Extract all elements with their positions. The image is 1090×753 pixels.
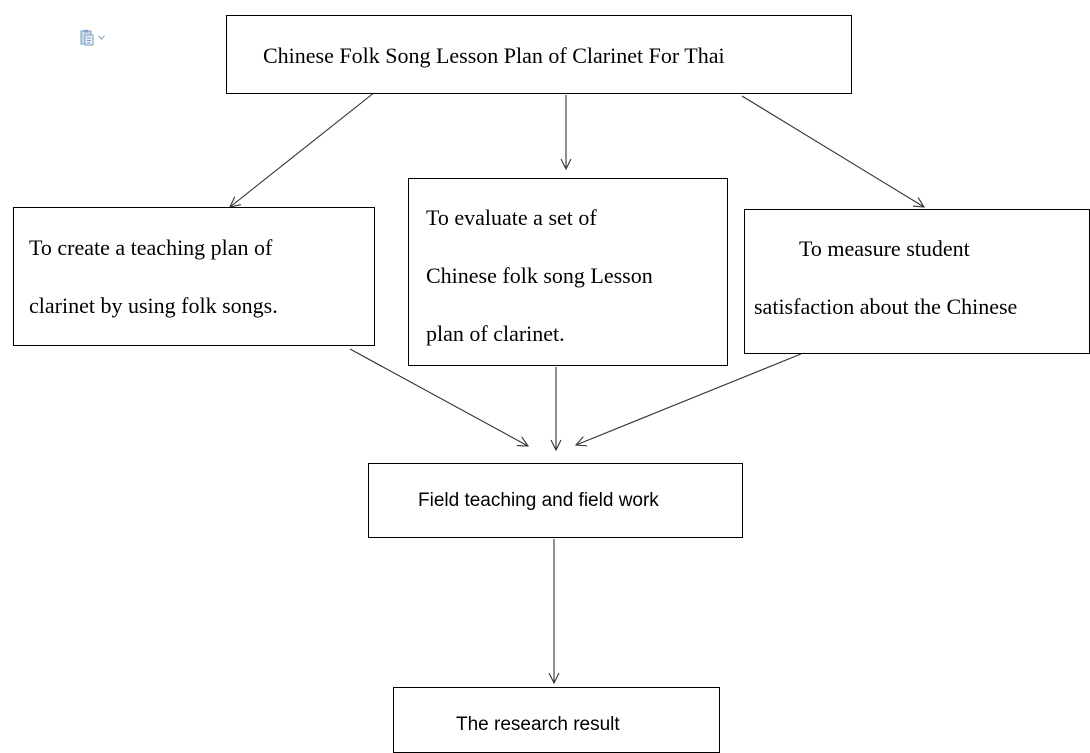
objective-evaluate-line-1: To evaluate a set of — [426, 205, 597, 230]
paste-options-control[interactable] — [80, 27, 114, 47]
objective-box-evaluate-plan: To evaluate a set of Chinese folk song L… — [408, 178, 728, 366]
arrow-measure-to-field — [576, 353, 802, 445]
lesson-plan-root-box: Chinese Folk Song Lesson Plan of Clarine… — [226, 15, 852, 94]
objective-measure-line-2: satisfaction about the Chinese — [754, 294, 1018, 319]
objective-evaluate-line-3: plan of clarinet. — [426, 321, 565, 346]
research-result-box: The research result — [393, 687, 720, 753]
lesson-plan-title: Chinese Folk Song Lesson Plan of Clarine… — [263, 43, 725, 68]
objective-measure-line-1: To measure student — [799, 236, 970, 261]
objective-create-line-1: To create a teaching plan of — [29, 235, 273, 260]
arrow-root-to-create — [230, 91, 376, 207]
arrow-root-to-measure — [741, 95, 924, 207]
research-result-label: The research result — [456, 714, 620, 735]
field-teaching-label: Field teaching and field work — [418, 490, 659, 511]
dropdown-arrow-icon[interactable] — [98, 34, 105, 40]
paste-options-icon — [80, 29, 94, 45]
objective-evaluate-line-2: Chinese folk song Lesson — [426, 263, 653, 288]
objective-create-line-2: clarinet by using folk songs. — [29, 293, 278, 318]
field-teaching-box: Field teaching and field work — [368, 463, 743, 538]
objective-box-create-plan: To create a teaching plan of clarinet by… — [13, 207, 375, 346]
objective-box-measure-satisfaction: To measure student satisfaction about th… — [744, 209, 1090, 354]
